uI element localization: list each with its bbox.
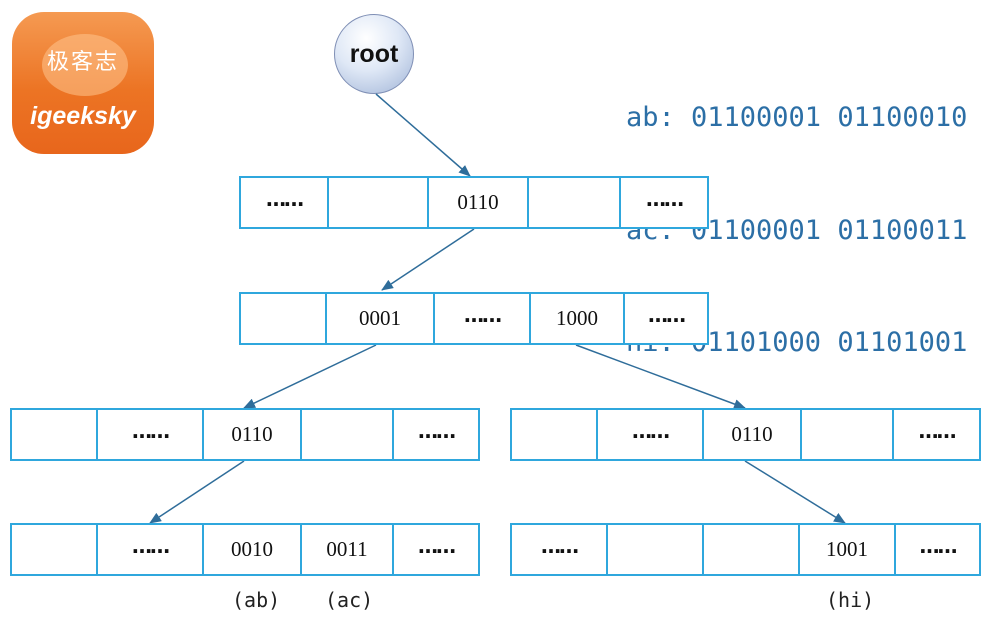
node-cell <box>12 525 98 574</box>
node-cell: …… <box>418 533 456 558</box>
node-cell: 0011 <box>302 525 394 574</box>
logo-highlight <box>42 34 128 96</box>
label-ac: (ac) <box>325 588 374 612</box>
node-cell <box>302 410 394 459</box>
node-cell: 1000 <box>531 294 625 343</box>
node-cell: …… <box>918 418 957 443</box>
node-cell <box>241 294 327 343</box>
edge-level2-to-level3-left <box>243 344 377 409</box>
node-cell: …… <box>919 533 958 558</box>
label-ab: (ab) <box>232 588 281 612</box>
node-level1: …… 0110 …… <box>239 176 709 229</box>
node-cell: …… <box>98 410 204 459</box>
node-cell: 0010 <box>204 525 302 574</box>
code-line-ab: ab: 01100001 01100010 <box>626 102 968 133</box>
node-cell: 0110 <box>429 178 529 227</box>
node-cell: …… <box>435 294 531 343</box>
node-level3-right: …… 0110 …… <box>510 408 981 461</box>
node-level3-left: …… 0110 …… <box>10 408 480 461</box>
logo-chinese-text: 极客志 <box>46 50 119 75</box>
node-level2: 0001 …… 1000 …… <box>239 292 709 345</box>
node-cell <box>704 525 800 574</box>
node-cell: …… <box>598 410 704 459</box>
node-cell: 0110 <box>704 410 802 459</box>
node-cell <box>529 178 621 227</box>
edge-level1-to-level2 <box>381 228 475 291</box>
node-cell: 1001 <box>800 525 896 574</box>
node-cell <box>12 410 98 459</box>
node-cell: …… <box>241 178 329 227</box>
edge-root-to-level1 <box>375 93 471 177</box>
logo-english-text: igeeksky <box>30 102 136 130</box>
edge-level3-right-to-level4-right <box>744 460 846 524</box>
igeeksky-logo: 极客志 igeeksky <box>12 12 154 154</box>
node-cell: …… <box>418 418 456 443</box>
node-cell: 0001 <box>327 294 435 343</box>
root-label: root <box>349 39 399 68</box>
node-cell: …… <box>646 186 684 211</box>
root-node: root <box>334 14 414 94</box>
node-level4-right: …… 1001 …… <box>510 523 981 576</box>
node-cell: 0110 <box>204 410 302 459</box>
node-cell: …… <box>512 525 608 574</box>
node-cell: …… <box>648 302 686 327</box>
node-level4-left: …… 0010 0011 …… <box>10 523 480 576</box>
node-cell <box>802 410 894 459</box>
node-cell <box>512 410 598 459</box>
node-cell <box>608 525 704 574</box>
node-cell <box>329 178 429 227</box>
node-cell: …… <box>98 525 204 574</box>
edge-level2-to-level3-right <box>575 344 746 409</box>
edge-level3-left-to-level4-left <box>149 460 245 524</box>
label-hi: (hi) <box>826 588 875 612</box>
